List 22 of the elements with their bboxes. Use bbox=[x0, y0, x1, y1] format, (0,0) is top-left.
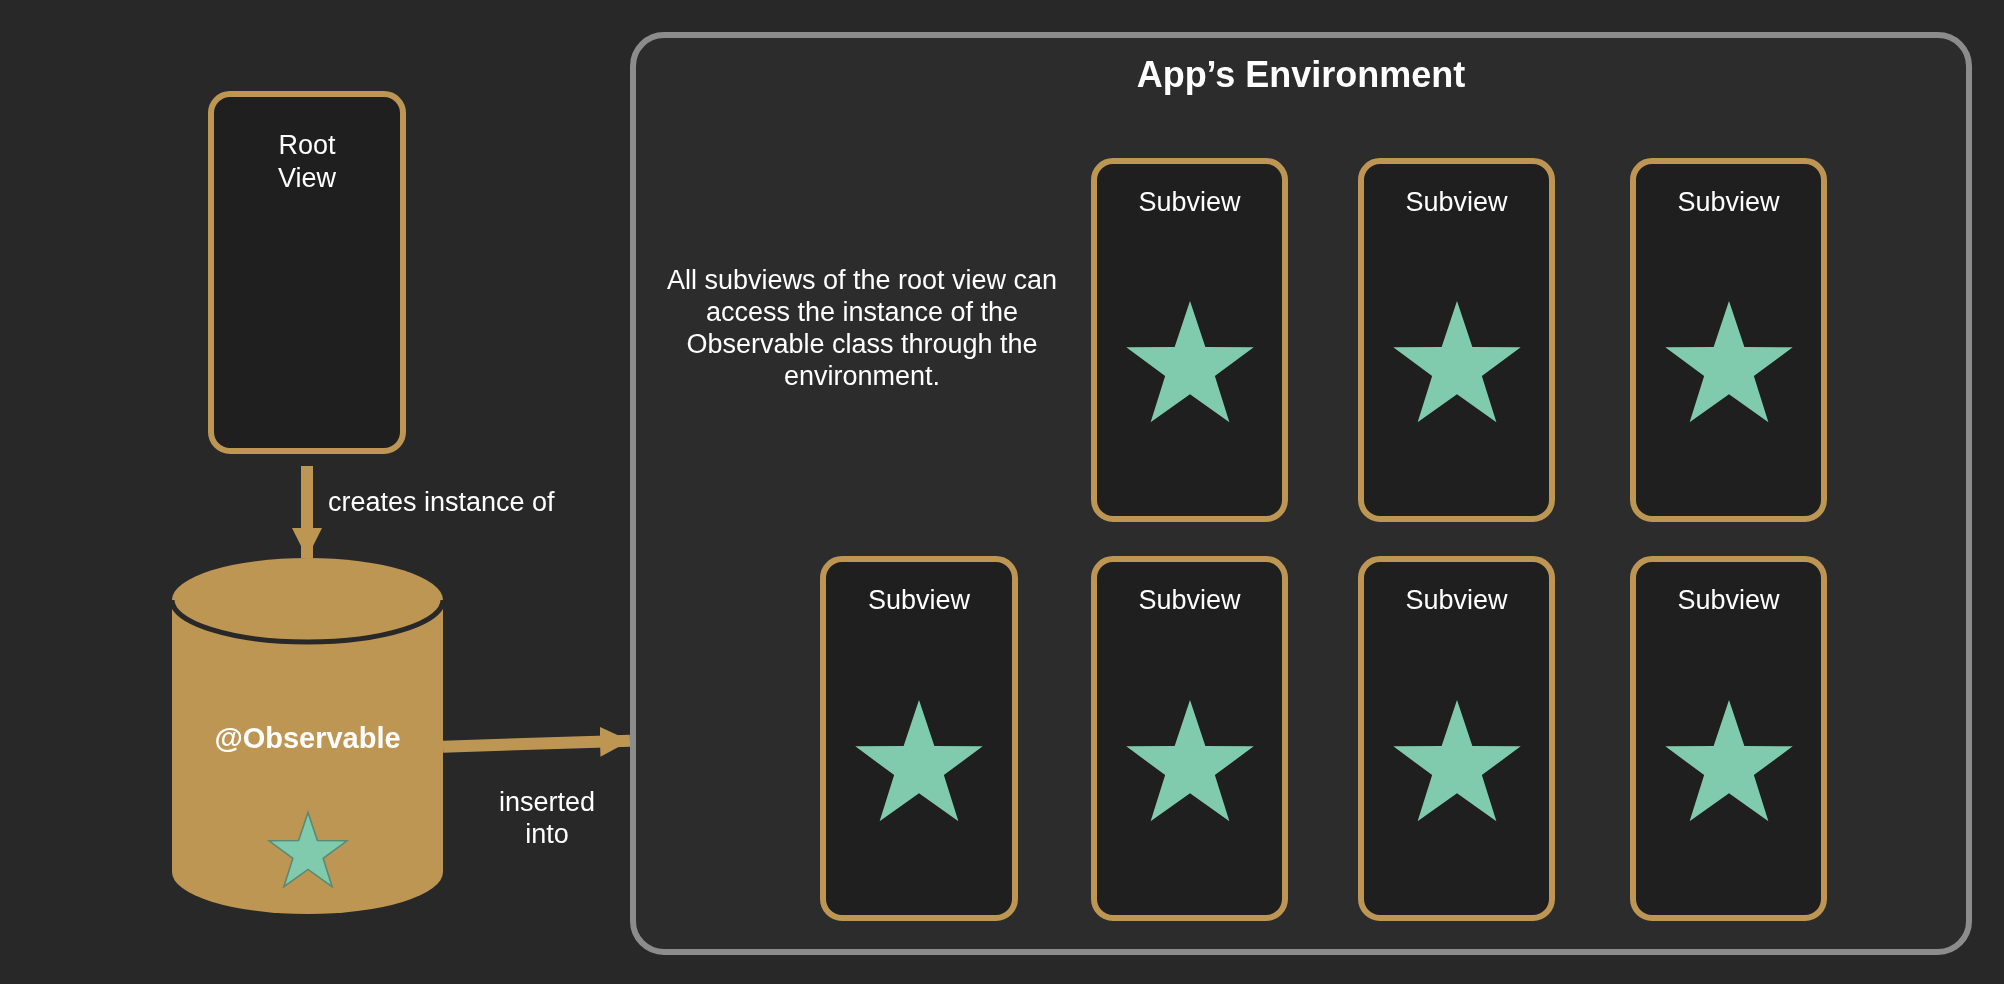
subview-card bbox=[1630, 158, 1827, 522]
view-title: Subview bbox=[1137, 186, 1242, 219]
view-title: Subview bbox=[1404, 186, 1509, 219]
subview-card bbox=[1358, 158, 1555, 522]
arrow bbox=[292, 466, 322, 558]
view-title: Subview bbox=[1676, 584, 1781, 617]
view-title: Subview bbox=[1137, 584, 1242, 617]
view-title: Subview bbox=[1404, 584, 1509, 617]
cylinder-label: @Observable bbox=[213, 722, 402, 755]
subview-card bbox=[1091, 556, 1288, 921]
subview-card bbox=[1358, 556, 1555, 921]
arrow bbox=[442, 726, 631, 757]
panel-title: App’s Environment bbox=[1135, 54, 1467, 96]
note-text: All subviews of the root view can access the instance of the Observable class through the environment. bbox=[665, 264, 1059, 392]
view-title: Subview bbox=[866, 584, 972, 617]
subview-card bbox=[820, 556, 1018, 921]
view-title: Subview bbox=[1676, 186, 1781, 219]
subview-card bbox=[1091, 158, 1288, 522]
view-title: Root View bbox=[276, 129, 337, 195]
root-view-card bbox=[208, 91, 406, 454]
environment-panel bbox=[630, 32, 1972, 955]
subview-card bbox=[1630, 556, 1827, 921]
